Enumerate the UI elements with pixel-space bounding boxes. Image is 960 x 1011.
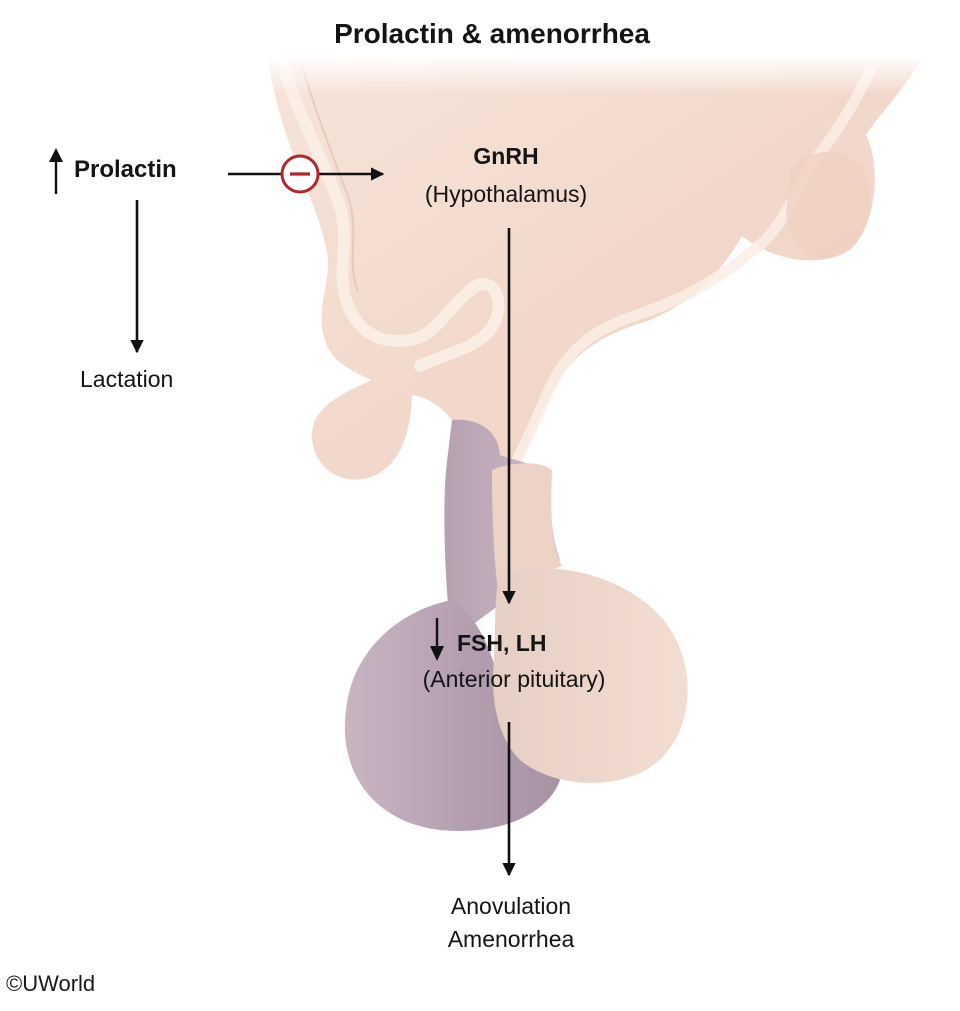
gnrh-label: GnRH — [473, 143, 539, 169]
hypothalamus-label: (Hypothalamus) — [424, 181, 588, 207]
copyright-label: ©UWorld — [6, 971, 96, 996]
amenorrhea-label: Amenorrhea — [447, 926, 575, 952]
tissue-outline-inner — [299, 59, 359, 293]
prolactin-label: Prolactin — [74, 156, 177, 183]
minus-circle-icon — [280, 154, 320, 194]
tissue-edge-band — [276, 54, 505, 372]
up-arrow-icon — [49, 148, 63, 194]
anterior-pituitary-lobe — [344, 600, 560, 831]
lactation-label: Lactation — [80, 366, 174, 392]
diagram-title: Prolactin & amenorrhea — [334, 18, 650, 49]
hypothalamic-bulge — [786, 151, 870, 259]
posterior-pituitary-lobe — [493, 568, 688, 783]
anovulation-label: Anovulation — [450, 893, 572, 919]
fsh-lh-label: FSH, LH — [457, 630, 547, 656]
down-arrow-icon — [430, 618, 444, 661]
anterior-pituitary-label: (Anterior pituitary) — [422, 666, 606, 692]
hypothalamus-tissue — [268, 60, 920, 497]
top-fade — [250, 55, 950, 95]
